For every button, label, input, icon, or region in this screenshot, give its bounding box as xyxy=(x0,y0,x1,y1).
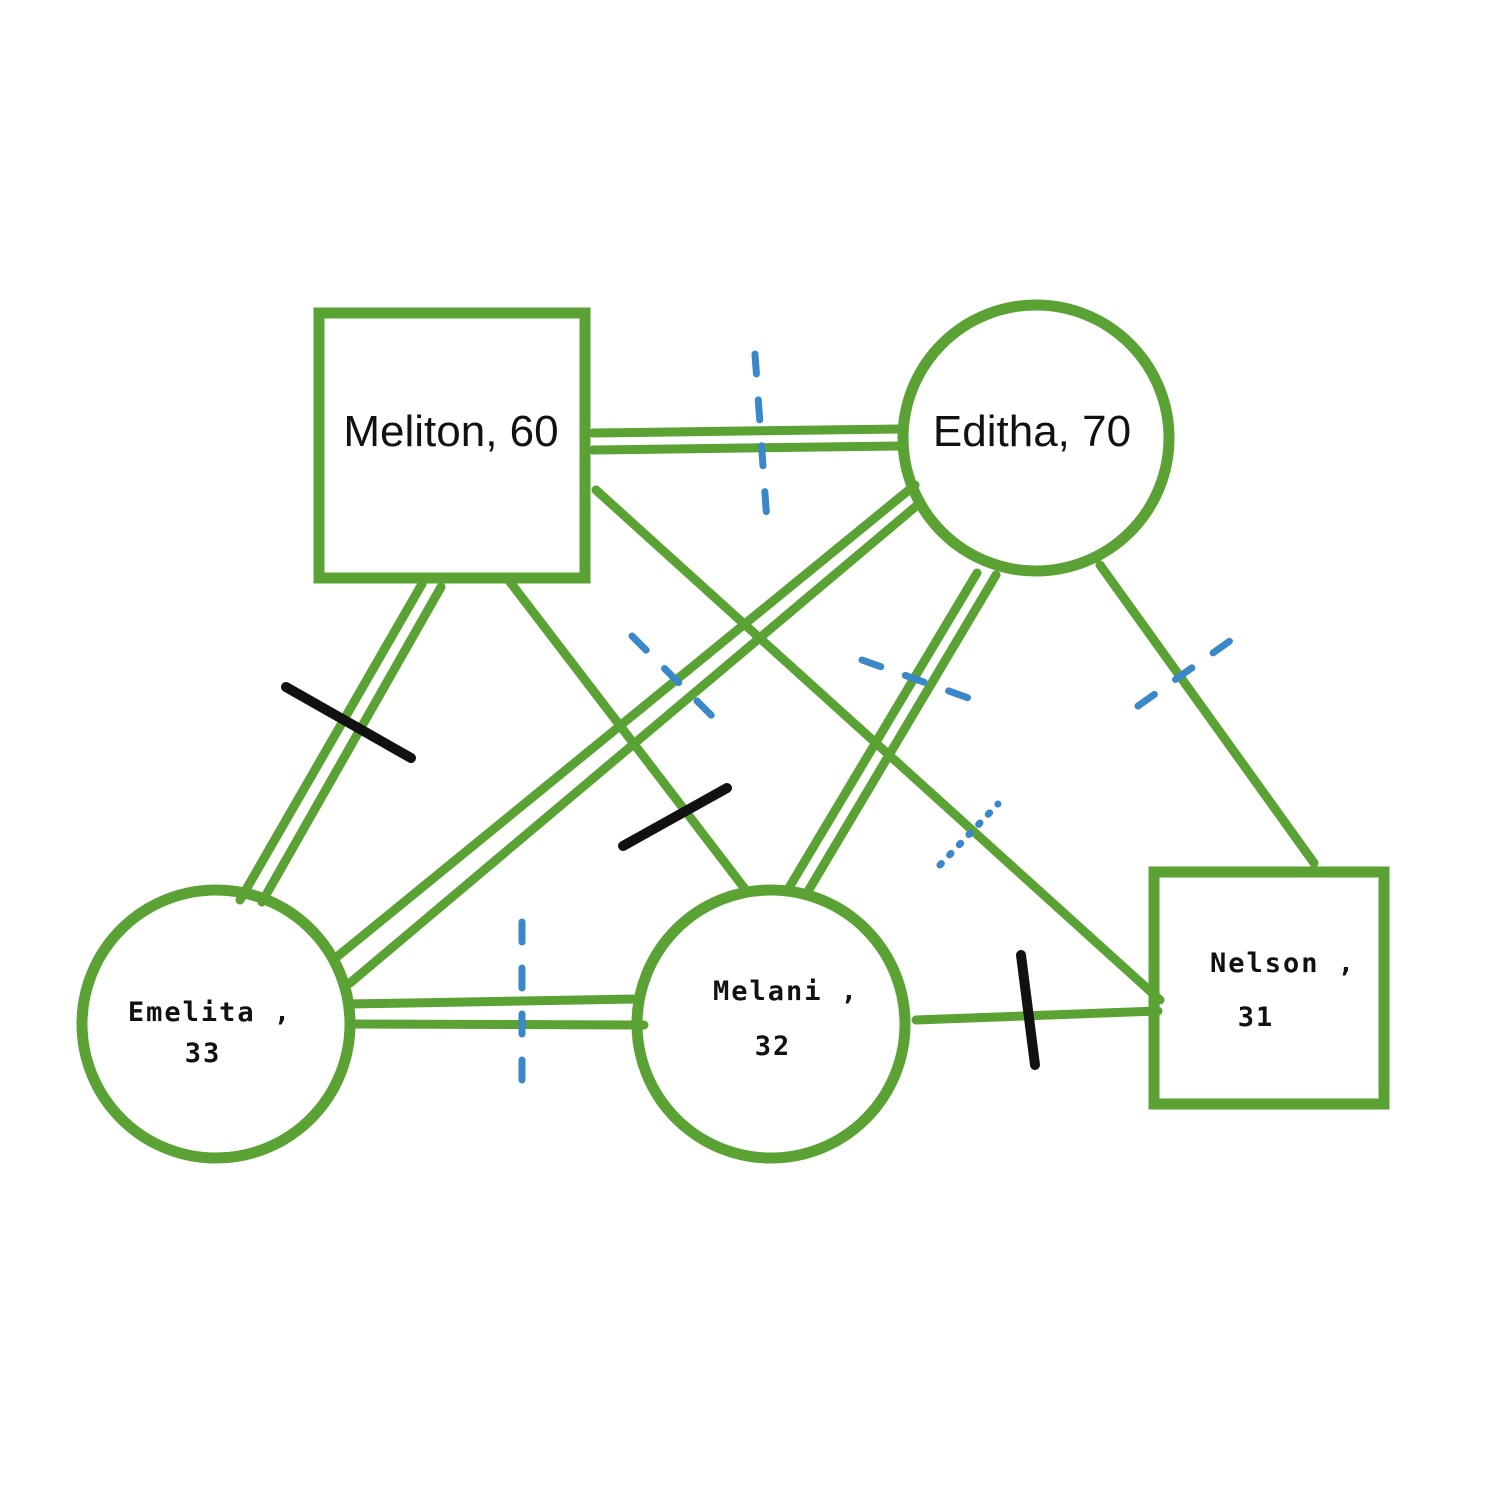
edge-meliton-editha-b xyxy=(588,441,905,455)
edge-editha-melani-b xyxy=(802,570,1001,898)
female-circle-melani xyxy=(631,884,911,1164)
conflict-mark-meliton-emelita xyxy=(281,682,416,763)
relationship-lines xyxy=(235,424,1319,1030)
distance-mark-editha-nelson xyxy=(1134,627,1248,710)
person-editha: Editha, 70 xyxy=(897,299,1175,577)
label-editha: Editha, 70 xyxy=(933,407,1131,456)
distance-mark-meliton-nelson xyxy=(628,632,726,730)
person-meliton: Meliton, 60 xyxy=(313,307,591,584)
conflict-marks xyxy=(281,682,1040,1070)
label-melani-line2: 32 xyxy=(755,1031,792,1062)
edge-editha-nelson xyxy=(1095,560,1319,868)
label-emelita-line1: Emelita , xyxy=(128,997,292,1028)
female-circle-emelita xyxy=(76,884,356,1164)
male-square-meliton xyxy=(313,307,591,584)
distance-mark-meliton-editha xyxy=(751,350,772,540)
edge-meliton-emelita-b xyxy=(257,582,446,907)
label-nelson-line2: 31 xyxy=(1238,1002,1275,1033)
label-melani-line1: Melani , xyxy=(713,976,859,1007)
edge-editha-emelita-b xyxy=(345,497,926,988)
edge-editha-emelita-a xyxy=(333,480,920,961)
male-square-nelson xyxy=(1148,866,1390,1110)
distance-mark-editha-melani xyxy=(858,656,992,709)
edge-editha-melani-a xyxy=(782,568,982,896)
conflict-mark-meliton-melani xyxy=(618,783,732,851)
edge-meliton-melani xyxy=(502,573,750,894)
edge-meliton-emelita-a xyxy=(235,579,427,905)
person-nelson: Nelson , 31 xyxy=(1148,866,1390,1110)
conflict-mark-melani-nelson xyxy=(1016,950,1040,1070)
edge-melani-nelson xyxy=(911,1006,1163,1025)
edge-emelita-melani-a xyxy=(344,994,641,1009)
female-circle-editha xyxy=(897,299,1175,577)
edge-emelita-melani-b xyxy=(344,1019,649,1030)
label-emelita-line2: 33 xyxy=(185,1038,222,1069)
distance-mark-dotted xyxy=(936,800,1002,869)
distance-marks xyxy=(518,350,1248,1108)
label-nelson-line1: Nelson , xyxy=(1210,948,1356,979)
label-meliton: Meliton, 60 xyxy=(343,407,558,456)
person-melani: Melani , 32 xyxy=(631,884,911,1164)
edge-meliton-editha-a xyxy=(588,424,905,438)
person-emelita: Emelita , 33 xyxy=(76,884,356,1164)
